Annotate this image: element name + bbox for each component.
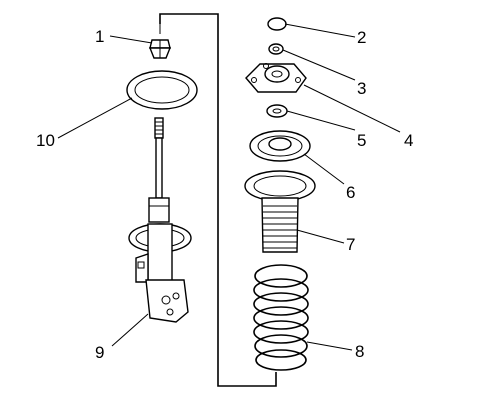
callout-2: 2 — [357, 28, 366, 47]
part-10-insulator — [126, 70, 198, 110]
part-1-top-nut — [148, 39, 172, 59]
callout-6: 6 — [346, 183, 355, 202]
part-4-strut-mount — [245, 63, 307, 93]
leader-6 — [303, 153, 345, 185]
leader-9 — [111, 313, 149, 347]
callout-9: 9 — [95, 343, 104, 362]
callout-5: 5 — [357, 131, 366, 150]
part-2-cap — [267, 17, 287, 31]
leader-10 — [57, 97, 133, 139]
callout-7: 7 — [346, 235, 355, 254]
callout-8: 8 — [355, 342, 364, 361]
leader-1 — [109, 35, 153, 44]
part-9-strut — [128, 117, 192, 323]
leader-3 — [282, 49, 356, 81]
leader-8 — [306, 341, 353, 351]
part-6-spring-seat — [249, 130, 311, 162]
callout-3: 3 — [357, 79, 366, 98]
callout-1: 1 — [95, 27, 104, 46]
leader-2 — [284, 23, 356, 38]
part-8-coil-spring — [253, 264, 309, 371]
leader-7 — [296, 229, 345, 244]
leader-5 — [286, 110, 356, 131]
leader-lines — [57, 23, 401, 351]
leader-4 — [303, 84, 401, 133]
part-7-dust-boot — [244, 170, 316, 253]
callout-labels: 1 2 3 4 5 6 7 8 9 10 — [36, 27, 413, 362]
part-3-nut — [268, 43, 284, 55]
callout-10: 10 — [36, 131, 55, 150]
part-5-washer — [266, 104, 288, 118]
callout-4: 4 — [404, 131, 413, 150]
